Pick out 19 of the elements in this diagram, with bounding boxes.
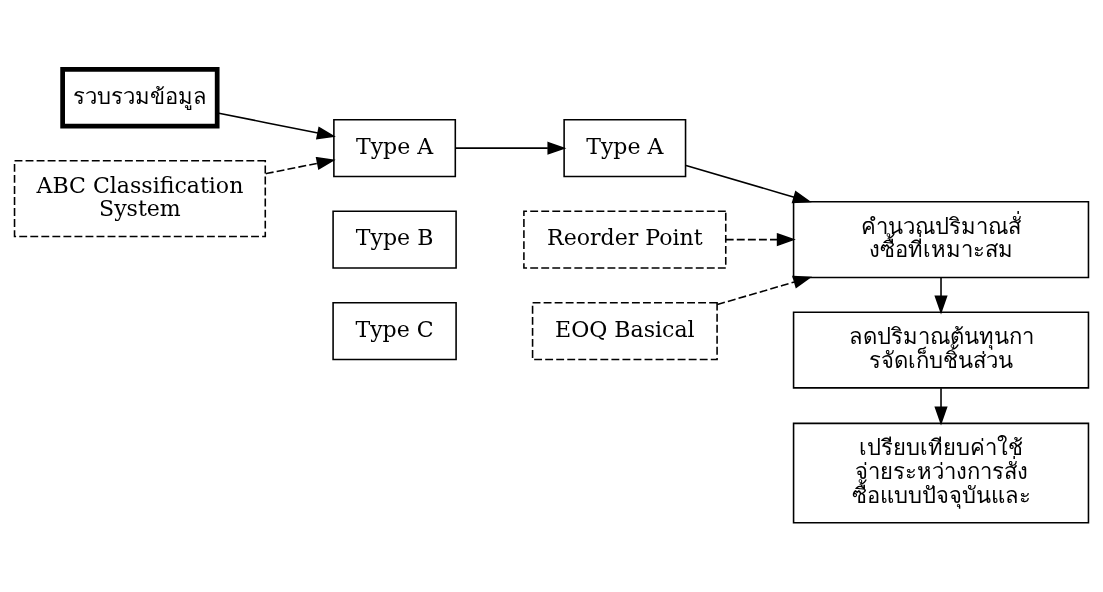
node-box: Type A: [333, 118, 457, 178]
arrow: [716, 275, 813, 306]
node-box: คำนวณปริมาณสั่งซื้อที่เหมาะสม: [792, 201, 1090, 279]
arrow: [216, 112, 336, 140]
node-box: Type B: [332, 210, 457, 269]
arrow: [934, 276, 948, 315]
node-box: ABC Classification System: [13, 160, 267, 238]
arrow: [455, 141, 567, 155]
arrow: [934, 387, 948, 426]
node-box: Type A: [563, 118, 687, 178]
arrow: [265, 156, 336, 175]
node-box: เปรียบเทียบค่าใช้จ่ายระหว่างการสั่งซื้อแบบปัจจุบันและ: [792, 422, 1090, 524]
node-box: Reorder Point: [523, 210, 727, 269]
node-box: Type C: [332, 301, 457, 361]
arrow: [725, 233, 796, 247]
node-box: ลดปริมาณต้นทุนการจัดเก็บชิ้นส่วน: [792, 311, 1090, 389]
node-box: รวบรวมข้อมูล: [60, 66, 220, 129]
arrow: [685, 164, 812, 204]
node-box: EOQ Basical: [531, 301, 718, 361]
